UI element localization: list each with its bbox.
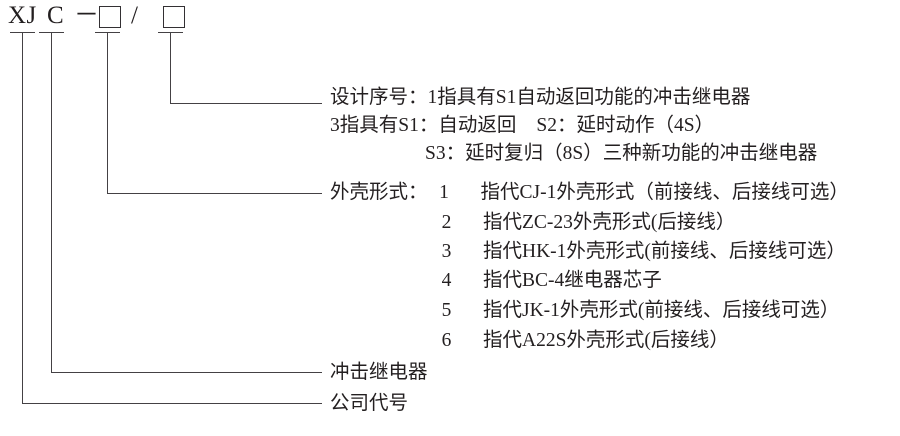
model-code-row: XJ C － / (0, 0, 260, 34)
shell-form-item-number: 2 (441, 212, 452, 233)
shell-form-item-desc: 指代BC-4继电器芯子 (483, 270, 662, 291)
design-serial-label: 设计序号： (330, 87, 428, 108)
shell-form-item-desc: 指代A22S外壳形式(后接线） (483, 330, 729, 351)
leader-horizontal-company-code (22, 403, 322, 404)
annotation-product-type: 冲击继电器 (330, 362, 428, 383)
annotation-design-serial-line2: 3指具有S1：自动返回 S2：延时动作（4S） (330, 113, 714, 139)
shell-form-item-number: 1 (439, 182, 449, 203)
annotation-design-serial-line1: 设计序号：1指具有S1自动返回功能的冲击继电器 (330, 85, 750, 111)
annotation-design-serial-line3: S3：延时复归（8S）三种新功能的冲击继电器 (425, 141, 817, 167)
code-box-shell-form[interactable] (99, 6, 121, 28)
shell-form-item-desc: 指代HK-1外壳形式(前接线、后接线可选） (483, 241, 846, 262)
leader-vertical-company-code (22, 32, 23, 403)
annotation-shell-form-item-3: 3 指代HK-1外壳形式(前接线、后接线可选） (440, 239, 846, 265)
shell-form-label: 外壳形式： (330, 182, 428, 203)
shell-form-item-desc: 指代JK-1外壳形式(前接线、后接线可选） (483, 300, 840, 321)
shell-form-item-desc: 指代CJ-1外壳形式（前接线、后接线可选） (480, 182, 849, 203)
leader-horizontal-product-type (51, 372, 322, 373)
annotation-shell-form-item-2: 2 指代ZC-23外壳形式(后接线） (440, 210, 736, 236)
design-serial-line3: S3：延时复归（8S）三种新功能的冲击继电器 (425, 143, 818, 164)
annotation-shell-form-header: 外壳形式： 1 指代CJ-1外壳形式（前接线、后接线可选） (330, 180, 849, 206)
shell-form-item-number: 5 (441, 300, 452, 321)
code-token-prefix: XJ (8, 2, 37, 29)
annotation-shell-form-item-5: 5 指代JK-1外壳形式(前接线、后接线可选） (440, 298, 840, 324)
design-serial-line2-a: 3指具有S1：自动返回 (330, 115, 517, 136)
leader-horizontal-shell-form (107, 193, 322, 194)
annotation-company-code: 公司代号 (330, 393, 409, 414)
design-serial-line2-b: S2：延时动作（4S） (536, 115, 715, 136)
design-serial-value: 1指具有S1自动返回功能的冲击继电器 (427, 87, 751, 108)
shell-form-item-number: 3 (441, 241, 452, 262)
shell-form-item-desc: 指代ZC-23外壳形式(后接线） (483, 212, 736, 233)
annotation-shell-form-item-6: 6 指代A22S外壳形式(后接线） (440, 328, 729, 354)
leader-vertical-product-type (51, 32, 52, 372)
annotation-shell-form-item-4: 4 指代BC-4继电器芯子 (440, 268, 662, 294)
shell-form-item-number: 6 (441, 330, 452, 351)
leader-vertical-shell-form (107, 32, 108, 193)
code-box-design-serial[interactable] (163, 6, 185, 28)
code-token-series: C (47, 2, 65, 29)
shell-form-item-number: 4 (441, 270, 452, 291)
leader-vertical-design-serial (170, 32, 171, 103)
code-token-slash: / (131, 2, 139, 29)
leader-horizontal-design-serial (170, 103, 322, 104)
code-token-dash: － (74, 2, 100, 29)
